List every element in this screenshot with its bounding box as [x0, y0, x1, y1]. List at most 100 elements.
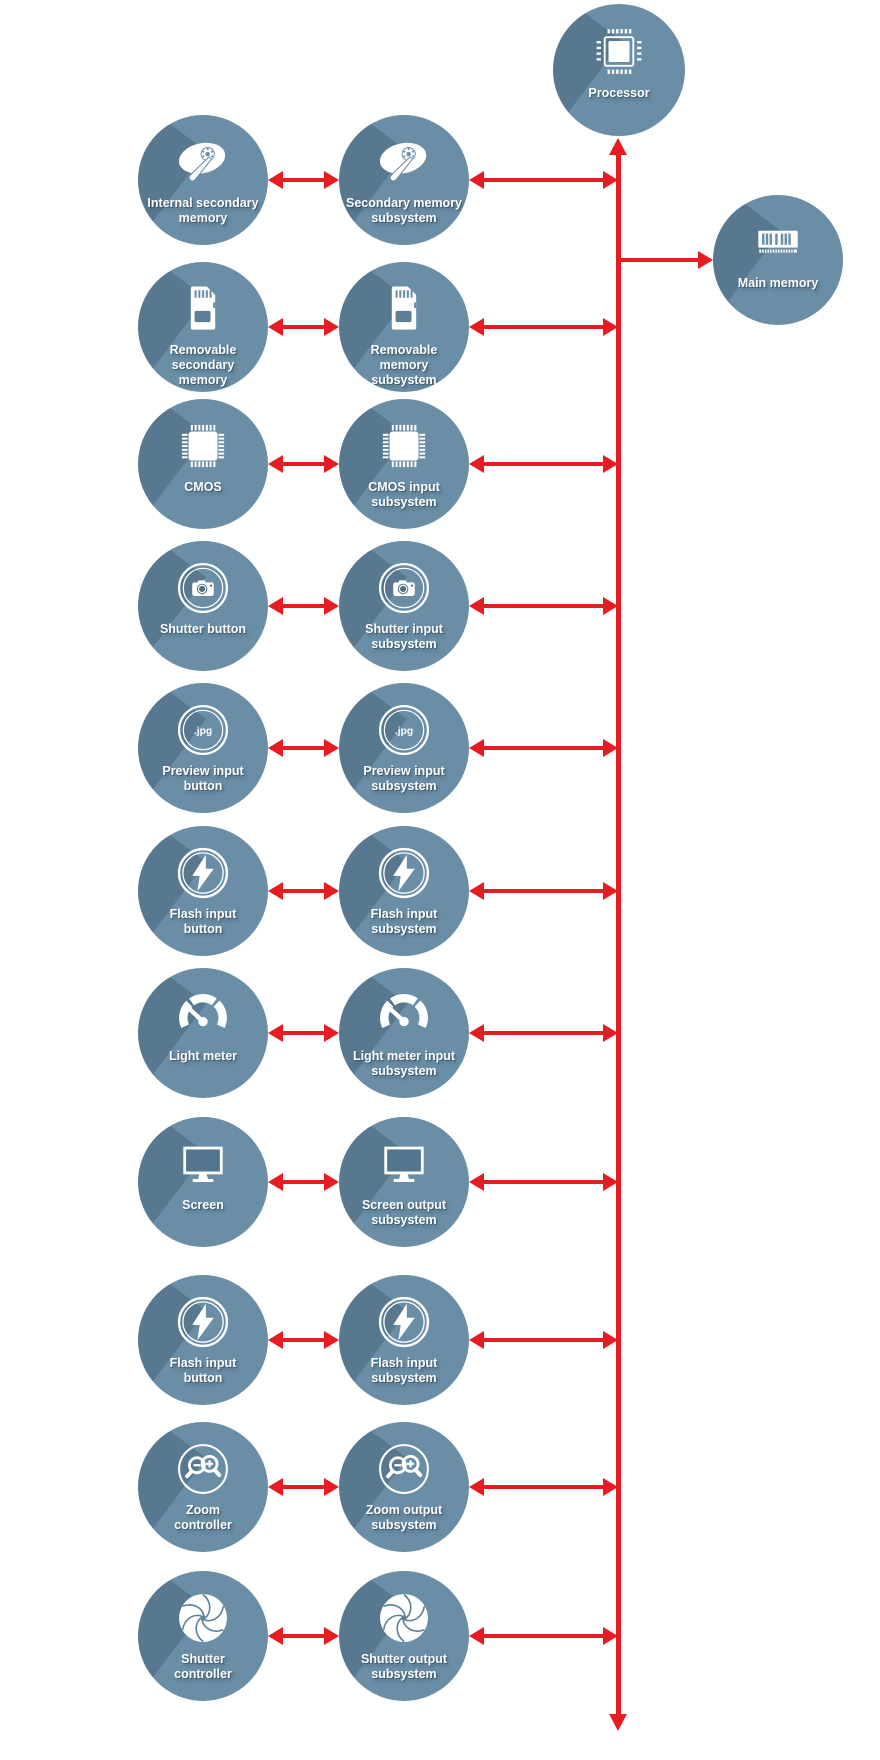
arrowhead-left: [469, 1024, 484, 1042]
arrowhead-left: [268, 1627, 283, 1645]
flash-bolt-icon: [374, 1292, 434, 1352]
node-label: CMOS input subsystem: [368, 479, 440, 509]
arrowhead-right: [324, 1024, 339, 1042]
arrowhead-right: [603, 597, 618, 615]
arrowhead-left: [268, 1478, 283, 1496]
subsystem-node-shutter-output-subsystem: Shutter output subsystem: [339, 1571, 469, 1701]
node-label: CMOS: [184, 479, 222, 494]
bus-mainmemory-arrow: [618, 251, 713, 269]
chip-icon: [374, 416, 434, 476]
arrowhead-left: [469, 1173, 484, 1191]
subsystem-bus-arrow: [469, 597, 618, 615]
arrowhead-left: [268, 1024, 283, 1042]
chip-icon: [173, 416, 233, 476]
arrowhead-right: [324, 1478, 339, 1496]
arrowhead-left: [469, 171, 484, 189]
device-node-removable-secondary-memory: Removable secondary memory: [138, 262, 268, 392]
main-memory-node-main-memory: Main memory: [713, 195, 843, 325]
device-node-shutter-button: Shutter button: [138, 541, 268, 671]
node-label: Shutter controller: [174, 1651, 232, 1681]
device-node-shutter-controller: Shutter controller: [138, 1571, 268, 1701]
node-label: Flash input button: [169, 906, 237, 936]
flash-bolt-icon: [173, 843, 233, 903]
arrowhead-left: [268, 1173, 283, 1191]
arrowhead-right: [324, 1173, 339, 1191]
device-subsystem-arrow: [268, 1627, 339, 1645]
camera-icon: [173, 558, 233, 618]
arrowhead-left: [268, 171, 283, 189]
zoom-magnifiers-icon: [374, 1439, 434, 1499]
device-subsystem-arrow: [268, 739, 339, 757]
subsystem-bus-arrow: [469, 1173, 618, 1191]
subsystem-node-flash-input-subsystem: Flash input subsystem: [339, 826, 469, 956]
arrowhead-left: [469, 597, 484, 615]
node-label: Light meter: [168, 1048, 238, 1063]
node-label: Screen: [182, 1197, 224, 1212]
subsystem-node-flash-input-subsystem: Flash input subsystem: [339, 1275, 469, 1405]
node-label: Main memory: [737, 275, 819, 290]
node-label: Zoom controller: [174, 1502, 232, 1532]
arrowhead-right: [603, 882, 618, 900]
arrowhead-right: [603, 455, 618, 473]
arrowhead-right: [698, 251, 713, 269]
arrowhead-right: [324, 455, 339, 473]
arrowhead-left: [469, 739, 484, 757]
arrowhead-right: [603, 1173, 618, 1191]
processor-node-processor: Processor: [553, 4, 685, 136]
hard-disk-icon: [173, 132, 233, 192]
aperture-icon: [374, 1588, 434, 1648]
subsystem-node-cmos-input-subsystem: CMOS input subsystem: [339, 399, 469, 529]
node-label: Shutter input subsystem: [365, 621, 443, 651]
device-node-screen: Screen: [138, 1117, 268, 1247]
node-label: Shutter output subsystem: [360, 1651, 448, 1681]
arrowhead-left: [469, 455, 484, 473]
svg-text:.jpg: .jpg: [194, 726, 212, 737]
ram-module-icon: [748, 212, 808, 272]
arrowhead-right: [324, 171, 339, 189]
arrowhead-right: [324, 739, 339, 757]
node-label: Light meter input subsystem: [352, 1048, 456, 1078]
arrowhead-left: [268, 455, 283, 473]
flash-bolt-icon: [173, 1292, 233, 1352]
processor-chip-icon: [589, 21, 650, 82]
arrowhead-right: [324, 318, 339, 336]
subsystem-bus-arrow: [469, 1627, 618, 1645]
subsystem-bus-arrow: [469, 171, 618, 189]
arrowhead-right: [603, 1627, 618, 1645]
arrowhead-right: [324, 1331, 339, 1349]
arrowhead-left: [469, 1331, 484, 1349]
arrowhead-right: [324, 597, 339, 615]
arrowhead-right: [603, 1331, 618, 1349]
node-label: Preview input subsystem: [363, 763, 445, 793]
bus-arrowhead-top: [609, 138, 627, 155]
flash-bolt-icon: [374, 843, 434, 903]
sd-card-icon: [374, 279, 434, 339]
device-subsystem-arrow: [268, 1024, 339, 1042]
aperture-icon: [173, 1588, 233, 1648]
node-label: Removable memory subsystem: [370, 342, 438, 387]
arrowhead-left: [469, 318, 484, 336]
hard-disk-icon: [374, 132, 434, 192]
subsystem-bus-arrow: [469, 739, 618, 757]
subsystem-node-light-meter-input-subsystem: Light meter input subsystem: [339, 968, 469, 1098]
device-subsystem-arrow: [268, 1331, 339, 1349]
arrowhead-right: [603, 739, 618, 757]
node-label: Flash input subsystem: [370, 1355, 438, 1385]
subsystem-node-screen-output-subsystem: Screen output subsystem: [339, 1117, 469, 1247]
arrowhead-left: [268, 882, 283, 900]
device-node-zoom-controller: Zoom controller: [138, 1422, 268, 1552]
device-subsystem-arrow: [268, 1478, 339, 1496]
device-subsystem-arrow: [268, 171, 339, 189]
node-label: Processor: [588, 85, 650, 100]
subsystem-node-removable-memory-subsystem: Removable memory subsystem: [339, 262, 469, 392]
arrowhead-left: [268, 739, 283, 757]
device-subsystem-arrow: [268, 318, 339, 336]
subsystem-node-zoom-output-subsystem: Zoom output subsystem: [339, 1422, 469, 1552]
arrowhead-left: [268, 318, 283, 336]
arrowhead-left: [268, 597, 283, 615]
node-label: Removable secondary memory: [169, 342, 237, 387]
subsystem-bus-arrow: [469, 1478, 618, 1496]
device-node-flash-input-button: Flash input button: [138, 1275, 268, 1405]
